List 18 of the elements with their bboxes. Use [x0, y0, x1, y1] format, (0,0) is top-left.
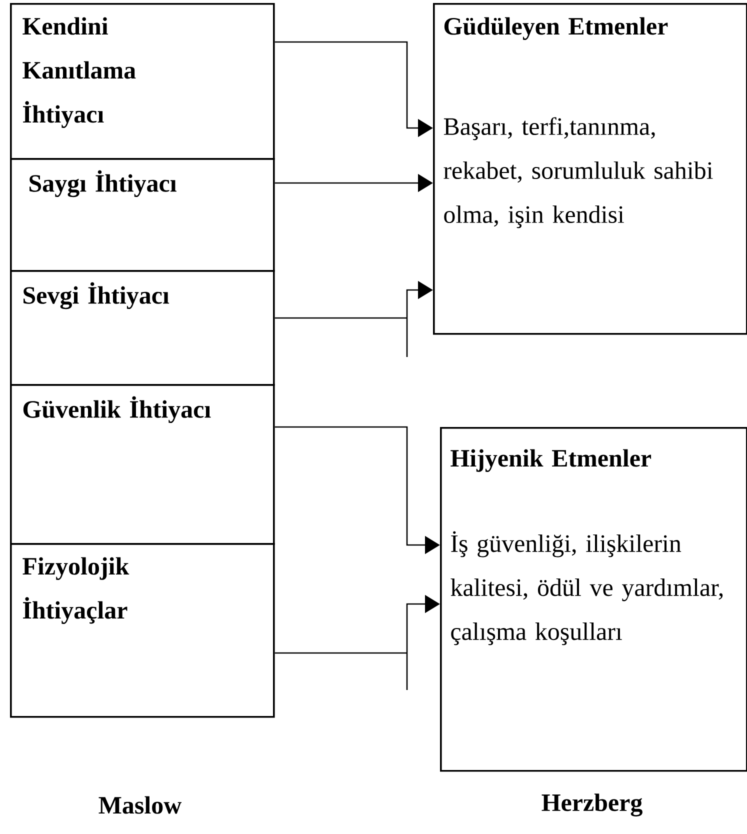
- box-text: İş güvenliği, ilişkilerin kalitesi, ödül ve yardımlar, çalışma koşulları: [450, 531, 723, 646]
- box-text: Başarı, terfi,tanınma, rekabet, sorumluluk sahibi olma, işin kendisi: [444, 117, 713, 228]
- text-box: [10, 384, 275, 545]
- box-label: Güvenlik İhtiyacı: [23, 396, 211, 424]
- text-box: [10, 158, 275, 272]
- column-title: Maslow: [98, 796, 182, 814]
- box-heading: Güdüleyen Etmenler: [444, 17, 668, 40]
- text-box: [433, 3, 747, 335]
- box-label: Fizyolojik İhtiyaçlar: [22, 557, 130, 624]
- text-box: [10, 3, 275, 160]
- text-box: [10, 543, 275, 718]
- text-box: [440, 427, 747, 772]
- column-title: Herzberg: [542, 794, 642, 816]
- box-label: Sevgi İhtiyacı: [24, 282, 170, 310]
- box-label: Saygı İhtiyacı: [30, 170, 176, 198]
- box-heading: Hijyenik Etmenler: [450, 449, 652, 472]
- box-label: Kendini Kanıtlama İhtiyacı: [22, 17, 136, 128]
- text-box: [10, 270, 275, 386]
